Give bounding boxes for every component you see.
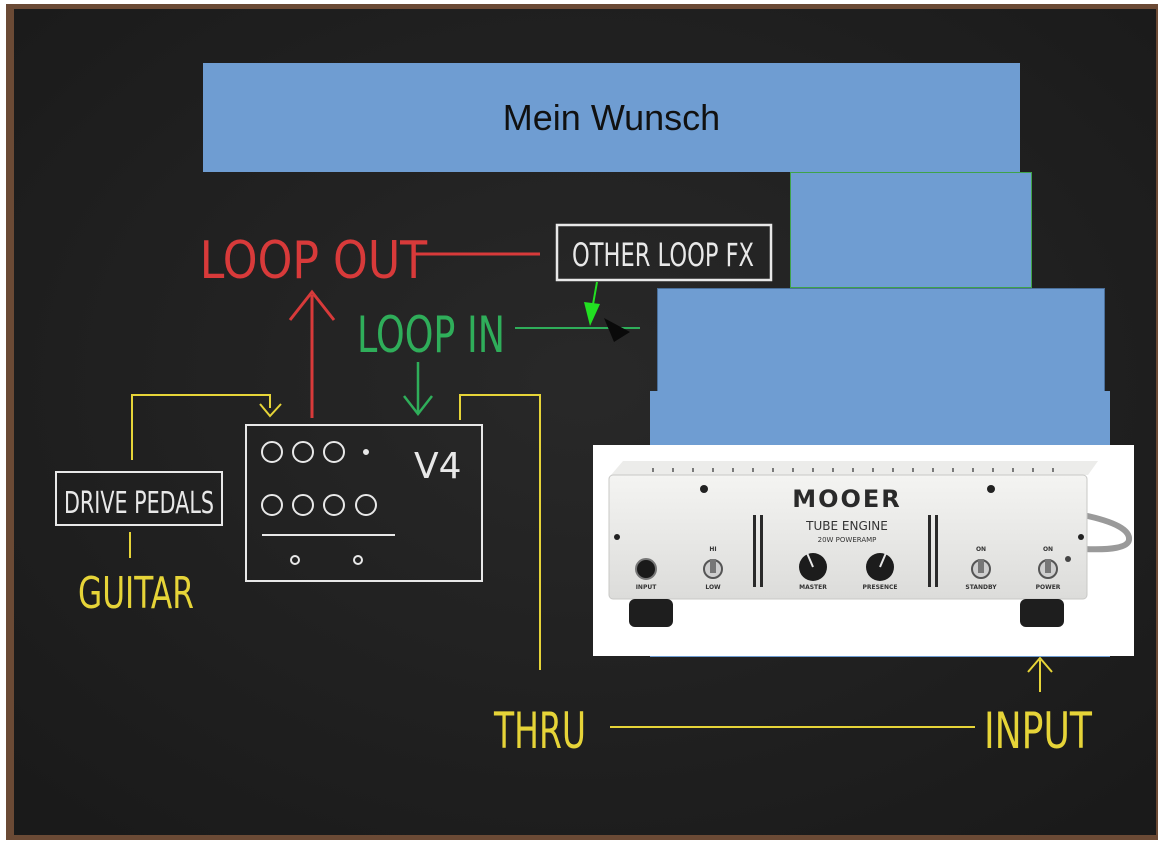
amp-input-jack <box>635 558 657 580</box>
amp-vents <box>652 468 1054 472</box>
blue-box-middle <box>657 288 1105 396</box>
thru-line <box>459 394 541 670</box>
loop-in-arrow-head <box>403 395 433 417</box>
amp-screws <box>614 485 1084 540</box>
amp-label-standby-on: ON <box>976 546 986 553</box>
amp-label-standby: STANDBY <box>965 584 997 591</box>
blue-box-upper-right <box>790 172 1032 288</box>
amp-label-presence: PRESENCE <box>862 584 897 591</box>
title-text: Mein Wunsch <box>502 96 721 138</box>
amp-label-hi: HI <box>709 546 716 553</box>
v4-knobs <box>261 441 395 565</box>
label-guitar: GUITAR <box>78 568 194 619</box>
input-arrow-head <box>1027 656 1053 673</box>
label-other-loop-fx: OTHER LOOP FX <box>572 236 754 274</box>
amp-front-panel <box>608 474 1088 600</box>
amp-label-power-on: ON <box>1043 546 1053 553</box>
amp-handle <box>1082 512 1132 553</box>
label-v4: V4 <box>414 446 462 487</box>
amp-label-power: POWER <box>1036 584 1061 591</box>
other-loop-fx-box <box>555 223 773 282</box>
label-loop-out: LOOP OUT <box>200 231 428 291</box>
amp-photo: MOOER TUBE ENGINE 20W POWERAMP INPUT HI … <box>593 445 1134 656</box>
label-input: INPUT <box>984 702 1092 760</box>
amp-feet <box>629 599 1064 627</box>
amp-power-led <box>1065 556 1071 562</box>
amp-slots <box>753 515 938 587</box>
amp-model: TUBE ENGINE <box>805 519 888 533</box>
send-arrow-head <box>259 403 282 418</box>
amp-label-master: MASTER <box>799 584 827 591</box>
amp-brand: MOOER <box>792 485 902 513</box>
amp-illustration: MOOER TUBE ENGINE 20W POWERAMP INPUT HI … <box>608 461 1132 627</box>
label-thru: THRU <box>493 702 586 760</box>
label-loop-in: LOOP IN <box>357 306 505 364</box>
amp-label-low: LOW <box>705 584 721 591</box>
drive-pedals-box <box>55 471 223 526</box>
amp-top <box>611 461 1098 475</box>
amp-subtitle: 20W POWERAMP <box>818 536 877 544</box>
label-drive-pedals: DRIVE PEDALS <box>64 486 214 521</box>
send-to-v4-line <box>131 394 271 460</box>
amp-label-input: INPUT <box>636 584 658 591</box>
v4-device-box <box>245 424 483 582</box>
title-box: Mein Wunsch <box>203 63 1020 172</box>
cursor-pointer <box>604 318 630 342</box>
loop-out-arrow-head <box>288 289 336 321</box>
annotation-arrow-head <box>584 302 600 326</box>
